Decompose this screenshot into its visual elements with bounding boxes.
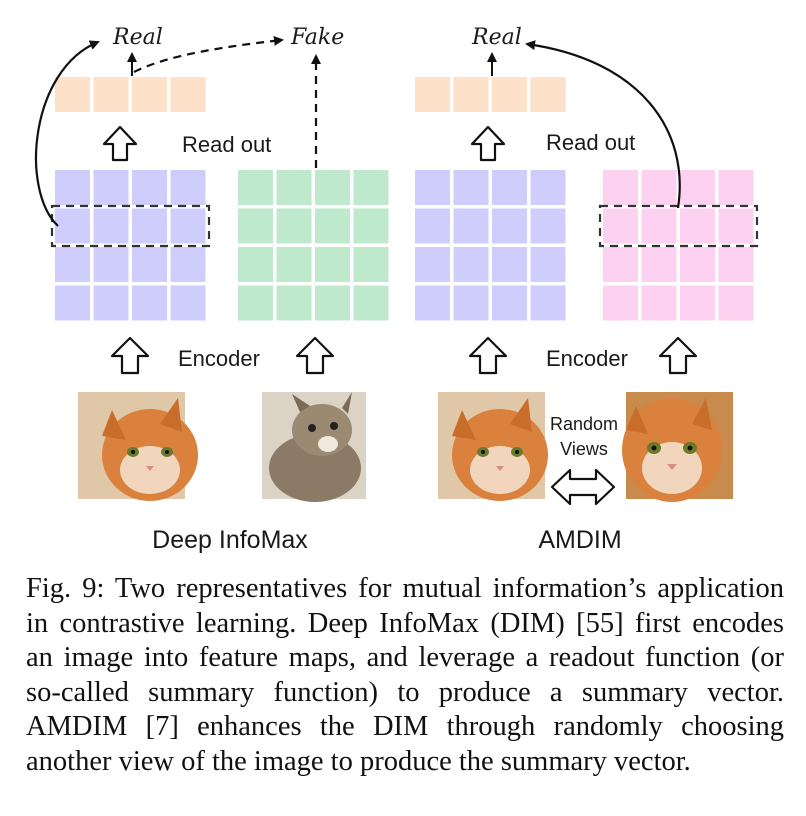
encoder-arrow-amdim-2-icon [658,336,698,375]
feature-map-amdim-view1 [415,170,566,321]
cat-image-amdim-view1 [438,392,548,501]
encoder-label-amdim: Encoder [546,346,628,371]
random-views-label-line2: Views [560,439,608,459]
random-views-double-arrow-icon [550,468,616,506]
arrow-summary-to-fake-dashed [133,35,284,73]
readout-arrow-dim-icon [102,125,138,162]
dim-amdim-diagram: Real Fake Real Read out Read out Encoder… [34,25,759,554]
arrow-local-to-real-dim [34,40,100,227]
figure-caption: Fig. 9: Two representatives for mutual i… [26,573,784,777]
readout-arrow-amdim-icon [470,125,506,162]
encoder-arrow-amdim-1-icon [468,336,508,375]
encoder-arrow-dim-fake-icon [295,336,335,375]
cat-image-amdim-view2 [622,392,733,502]
readout-label-amdim: Read out [546,130,635,155]
random-views-label-line1: Random [550,414,618,434]
encoder-arrow-dim-real-icon [110,336,150,375]
arrow-local-to-real-amdim [525,40,681,209]
real-label-amdim: Real [471,25,522,50]
summary-vector-amdim [415,77,566,112]
encoder-label-dim: Encoder [178,346,260,371]
deep-infomax-title: Deep InfoMax [152,526,308,554]
readout-label-dim: Read out [182,132,271,157]
amdim-title: AMDIM [538,526,621,554]
kitten-image-dim [262,392,366,502]
cat-image-dim [78,392,198,501]
real-label-dim: Real [112,25,163,50]
fake-label: Fake [290,25,344,50]
feature-map-dim-fake [238,170,389,321]
summary-vector-dim [55,77,206,112]
